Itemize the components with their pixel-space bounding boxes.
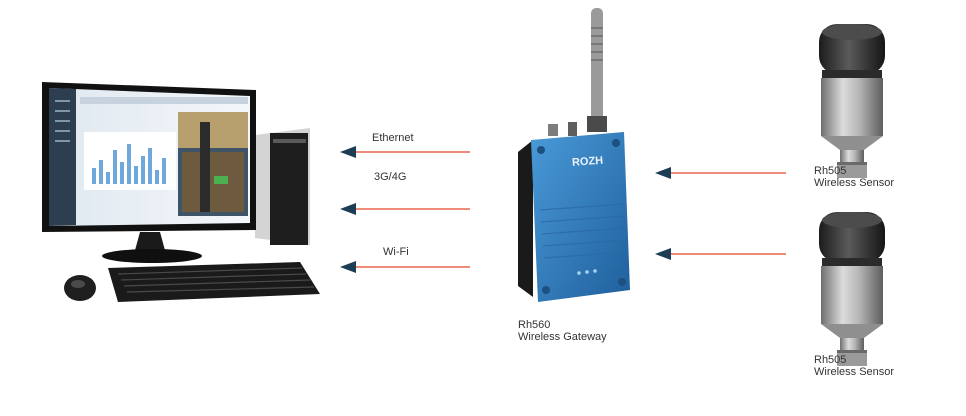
sensor-description: Wireless Sensor: [814, 366, 895, 378]
gateway-label: Rh560 Wireless Gateway: [518, 319, 607, 343]
arrow-head: [340, 146, 356, 158]
link-label-ethernet: Ethernet: [372, 132, 414, 144]
link-sensor-lower: [655, 248, 786, 260]
gateway-brand-mark: ROZH: [572, 155, 604, 169]
gateway-description: Wireless Gateway: [518, 331, 607, 343]
wireless-sensor-icon: [819, 24, 885, 178]
arrow-head: [655, 248, 671, 260]
arrow-head: [655, 167, 671, 179]
desktop-computer-icon: [42, 82, 320, 302]
link-sensor-upper: [655, 167, 786, 179]
link-wifi: [340, 261, 470, 273]
sensor-label-upper: Rh505 Wireless Sensor: [814, 165, 894, 189]
sensor-model: Rh505: [814, 354, 847, 366]
link-ethernet: [340, 146, 470, 158]
sensor-model: Rh505: [814, 165, 847, 177]
gateway-model: Rh560: [518, 319, 551, 331]
link-label-wifi: Wi-Fi: [383, 246, 409, 258]
link-cellular: [340, 203, 470, 215]
sensor-label-lower: Rh505 Wireless Sensor: [814, 354, 894, 378]
wireless-sensor-icon: [819, 212, 885, 366]
link-label-cellular: 3G/4G: [374, 171, 407, 183]
gateway-device-icon: ROZH: [518, 8, 630, 302]
sensor-description: Wireless Sensor: [814, 177, 895, 189]
arrow-head: [340, 261, 356, 273]
arrow-head: [340, 203, 356, 215]
